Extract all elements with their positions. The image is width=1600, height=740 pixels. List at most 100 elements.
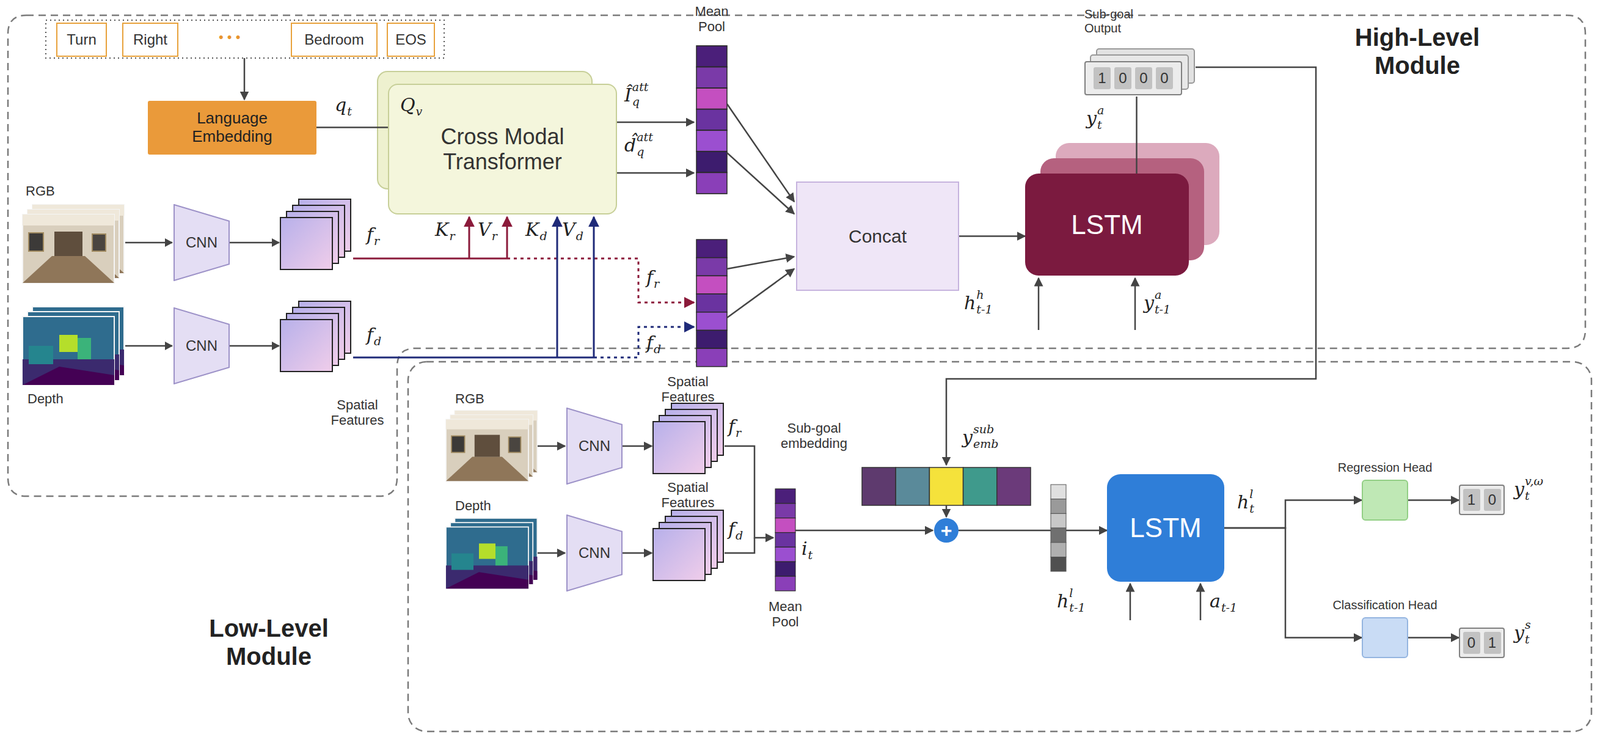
value-arrow	[593, 216, 596, 358]
arrow	[726, 256, 795, 269]
rgb-image	[22, 204, 125, 283]
math-label: ht-1h	[964, 293, 976, 313]
math-symbol: V	[477, 219, 492, 240]
math-symbol: f	[646, 332, 654, 353]
transformer-box: Cross Modal Transformer	[387, 83, 618, 215]
module-title: High-Level Module	[1344, 23, 1491, 80]
math-symbol: y	[1086, 108, 1097, 129]
mean-pool-vector	[696, 45, 727, 194]
token-box: Right	[122, 22, 179, 57]
cnn-trapezoid	[566, 408, 622, 484]
math-label: Kd	[525, 219, 539, 240]
head-title: Regression Head	[1337, 460, 1433, 475]
module-region: Low-Level ModuleCNNCNN+LSTMRegression He…	[408, 361, 1592, 732]
math-superscript: att	[636, 130, 654, 143]
head-box: Classification Head	[1361, 617, 1409, 658]
box-label: EOS	[395, 31, 427, 49]
math-subscript: t-1	[1221, 601, 1238, 614]
math-symbol: y	[1143, 293, 1155, 313]
math-symbol: y	[1513, 479, 1525, 500]
math-label: fr	[366, 224, 374, 245]
spatial-features	[653, 403, 724, 474]
arrow	[726, 268, 795, 318]
math-subscript: r	[735, 426, 742, 439]
math-superscript: h	[976, 288, 984, 301]
math-subscript: d	[735, 529, 743, 542]
rgb-image	[445, 410, 537, 481]
depth-skip-line	[593, 326, 695, 358]
math-subscript: d	[539, 229, 547, 242]
spatial-features	[280, 199, 351, 270]
rgb-skip-line	[507, 258, 695, 303]
arrow	[537, 552, 566, 555]
math-subscript: q	[636, 145, 644, 158]
math-symbol: Q	[400, 95, 416, 115]
arrow	[617, 172, 695, 175]
cnn-block: CNN	[566, 407, 623, 485]
arrow	[537, 445, 566, 448]
module-title: Low-Level Module	[195, 613, 343, 671]
sub-goal-embedding	[862, 467, 1031, 506]
arrow	[726, 103, 795, 202]
connector	[1135, 96, 1138, 174]
math-label: Vr	[477, 219, 492, 240]
text-label: Depth	[27, 390, 64, 407]
token-box: Bedroom	[290, 22, 378, 57]
math-label: yta	[1086, 108, 1097, 129]
arrow	[1129, 583, 1132, 621]
cnn-trapezoid	[174, 307, 230, 384]
vector-cell: 0	[1114, 67, 1132, 90]
math-label: fd	[366, 325, 374, 345]
math-subscript: t	[1249, 502, 1255, 515]
output-vector: 01	[1458, 627, 1505, 658]
vector-cell: 1	[1093, 67, 1111, 90]
box-label: LSTM	[1129, 512, 1202, 544]
math-superscript: att	[632, 80, 649, 93]
lstm-box: LSTM	[1106, 474, 1225, 582]
math-symbol: d̂	[624, 135, 636, 156]
key-arrow	[468, 216, 471, 259]
math-label: yt-1a	[1143, 293, 1155, 313]
math-label: Îqatt	[624, 85, 632, 106]
text-label: Mean Pool	[681, 3, 743, 35]
math-label: fr	[728, 416, 735, 437]
math-subscript: d	[653, 342, 662, 355]
arrow	[622, 445, 652, 448]
box-label: CNN	[578, 544, 611, 562]
vector-cell: 1	[1483, 631, 1502, 654]
arrow	[726, 152, 795, 214]
embedding-box: Language Embedding	[147, 100, 317, 155]
math-superscript: a	[1097, 103, 1104, 117]
math-label: it	[801, 538, 808, 559]
spatial-features	[653, 510, 724, 581]
low-level-region-outline	[408, 361, 1592, 732]
rgb-feature-line	[353, 257, 508, 260]
one-hot-vector: 1000	[1084, 61, 1183, 96]
cnn-trapezoid	[174, 204, 230, 281]
math-superscript: sub	[973, 422, 994, 435]
math-symbol: Î	[624, 85, 632, 106]
math-subscript: r	[449, 229, 455, 242]
box-label: LSTM	[1070, 209, 1143, 241]
math-superscript: l	[1069, 586, 1073, 599]
text-label: Sub-goal embedding	[775, 420, 853, 452]
math-symbol: y	[1513, 623, 1525, 643]
cnn-block: CNN	[173, 307, 230, 385]
arrow	[1037, 277, 1040, 330]
math-label: ytv,ω	[1513, 479, 1525, 500]
math-subscript: r	[653, 277, 660, 290]
value-arrow	[506, 216, 509, 259]
math-label: at-1	[1209, 591, 1221, 611]
sum-node: +	[934, 518, 959, 543]
math-label: Vd	[562, 219, 576, 240]
connector	[1224, 527, 1362, 638]
box-label: Language Embedding	[171, 109, 294, 147]
math-symbol: y	[962, 427, 973, 448]
depth-image	[22, 306, 125, 385]
math-symbol: f	[728, 519, 735, 539]
box-label: Cross Modal Transformer	[398, 124, 607, 175]
spatial-features	[280, 301, 351, 372]
math-label: qt	[334, 95, 347, 115]
head-title: Classification Head	[1332, 597, 1437, 613]
